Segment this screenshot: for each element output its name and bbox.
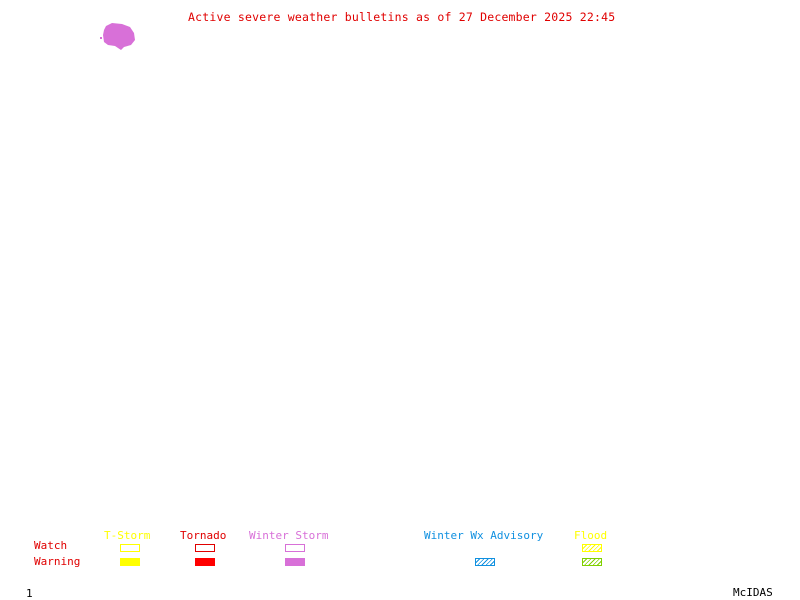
tornado-watch-swatch (195, 544, 215, 552)
winter-storm-warning-area (100, 23, 135, 50)
legend-warning-label: Warning (34, 555, 81, 568)
frame-number: 1 (26, 587, 33, 600)
legend-winter-storm-label: Winter Storm (249, 529, 329, 542)
tstorm-warning-swatch (120, 558, 140, 566)
winter-wx-advisory-swatch (475, 558, 495, 566)
flood-warning-swatch (582, 558, 602, 566)
mcidas-brand: McIDAS (733, 586, 773, 599)
legend-flood-label: Flood (574, 529, 608, 542)
legend-tstorm-label: T-Storm (104, 529, 151, 542)
legend-winter-wx-advisory-label: Winter Wx Advisory (424, 529, 544, 542)
winter-storm-watch-swatch (285, 544, 305, 552)
flood-watch-swatch (582, 544, 602, 552)
legend-watch-label: Watch (34, 539, 68, 552)
legend-tornado-label: Tornado (180, 529, 227, 542)
tstorm-watch-swatch (120, 544, 140, 552)
tornado-warning-swatch (195, 558, 215, 566)
bulletin-title: Active severe weather bulletins as of 27… (188, 10, 616, 24)
winter-storm-warning-swatch (285, 558, 305, 566)
